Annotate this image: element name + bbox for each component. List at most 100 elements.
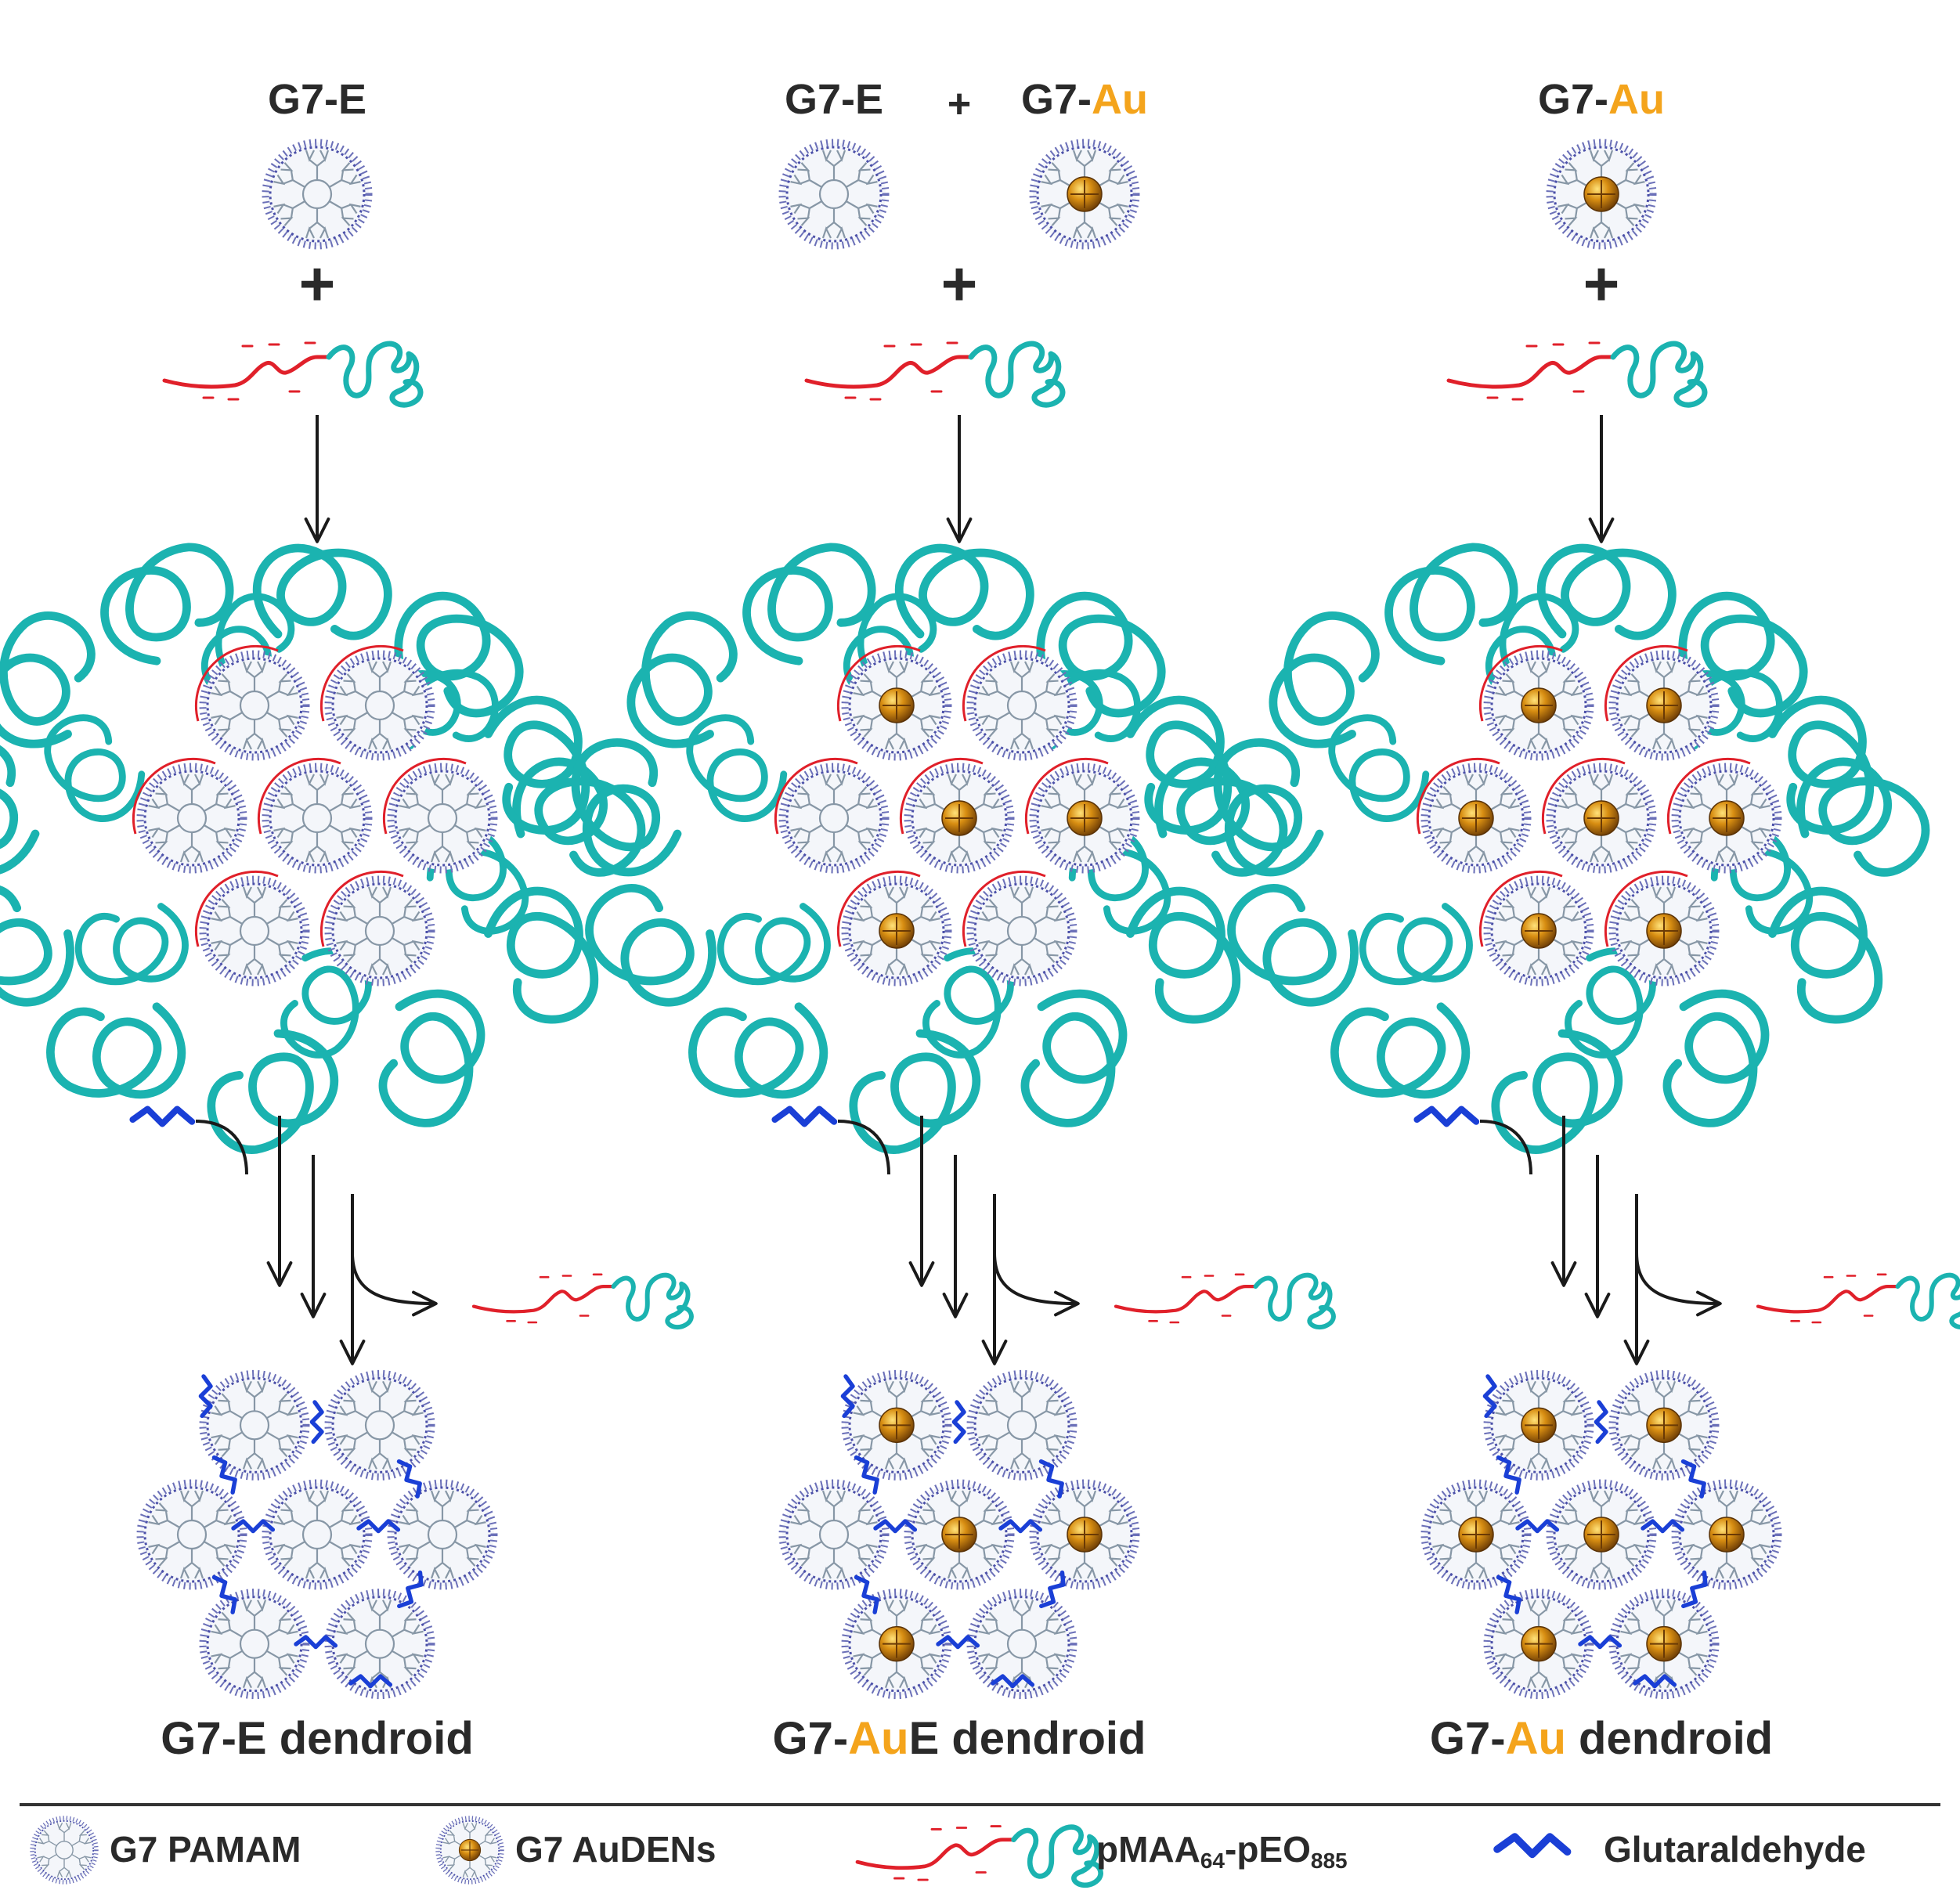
legend-item-pamam: G7 PAMAM	[32, 1818, 301, 1882]
dendroid-dendrimer	[265, 1483, 369, 1586]
peo-coil	[28, 707, 157, 830]
peo-coil	[199, 1015, 347, 1171]
pmaa-chain	[962, 644, 1046, 722]
copolymer-icon	[857, 1827, 1101, 1885]
pmaa-chain	[257, 757, 341, 835]
glutaraldehyde-input	[775, 1109, 835, 1124]
dendroid-cluster	[1424, 1373, 1778, 1695]
pmaa-chain	[1478, 644, 1563, 722]
dendroid-gold-core	[1646, 1625, 1682, 1662]
core-gold-core	[879, 913, 915, 949]
peo-coil	[676, 972, 840, 1131]
micelle-core	[774, 644, 1136, 983]
core-gold-core	[941, 800, 977, 836]
legend-item-glutaraldehyde: Glutaraldehyde	[1497, 1829, 1866, 1870]
glutaraldehyde-input	[133, 1109, 193, 1124]
core-dendrimer	[970, 654, 1074, 757]
dendroid-cluster	[782, 1373, 1136, 1695]
pmaa-chain	[962, 870, 1046, 947]
pamam-dendrimer-icon	[32, 1818, 96, 1882]
dendroid-dendrimer	[970, 1592, 1074, 1696]
core-gold-core	[1583, 800, 1619, 836]
peo-coil	[583, 885, 717, 1006]
pmaa-chain	[194, 644, 279, 722]
reactant-label-suffix: E	[855, 76, 883, 123]
dendroid-dendrimer	[328, 1592, 431, 1696]
core-gold-core	[1521, 687, 1557, 723]
core-dendrimer	[328, 879, 431, 983]
peo-coil	[1318, 972, 1482, 1131]
dendroid-dendrimer	[328, 1373, 431, 1477]
dendroid-gold-core	[1521, 1625, 1557, 1662]
dendroid-cluster	[140, 1373, 494, 1695]
core-dendrimer	[265, 766, 369, 870]
peo-coil	[841, 1015, 989, 1171]
peo-coil	[1348, 879, 1484, 1013]
core-gold-core	[1521, 913, 1557, 949]
glutaraldehyde-link	[312, 1402, 322, 1441]
pmaa-chain	[774, 757, 858, 835]
legend-label-audens: G7 AuDENs	[515, 1829, 716, 1870]
reactant-label: G7-Au	[1021, 76, 1148, 123]
product-label-suffix: E dendroid	[236, 1713, 474, 1764]
copolymer-pmaa-peo	[807, 343, 1063, 405]
product-label-accent: Au	[1506, 1713, 1566, 1764]
pmaa-chain	[132, 757, 216, 835]
dendroid-gold-core	[1646, 1407, 1682, 1444]
pmaa-chain	[1416, 757, 1500, 835]
pamam-dendrimer	[265, 142, 369, 246]
core-gold-core	[1709, 800, 1745, 836]
pmaa-chain	[836, 870, 921, 947]
pmaa-chain	[899, 757, 984, 835]
pmaa-chain	[1666, 757, 1751, 835]
peo-coil	[670, 707, 800, 830]
panel-a: G7-E+G7-E dendroid	[0, 76, 691, 1764]
plus-sign: +	[299, 249, 336, 319]
copolymer-release-arrow	[1635, 1252, 1722, 1317]
plus-sign: +	[941, 249, 978, 319]
copolymer-release-arrow	[993, 1252, 1080, 1317]
copolymer-pmaa-peo	[1449, 343, 1705, 405]
peo-coil	[1225, 885, 1359, 1006]
peo-coil	[34, 972, 198, 1131]
gold-core	[1067, 176, 1103, 212]
product-label-prefix: G7-	[161, 1713, 236, 1764]
released-copolymer	[1758, 1275, 1960, 1327]
dendroid-dendrimer	[140, 1483, 244, 1586]
reactant-label-suffix: Au	[1092, 76, 1148, 123]
released-copolymer	[1116, 1275, 1334, 1327]
core-dendrimer	[203, 654, 306, 757]
dendroid-gold-core	[1521, 1407, 1557, 1444]
glutaraldehyde-link	[954, 1402, 964, 1441]
core-dendrimer	[203, 879, 306, 983]
pmaa-chain	[194, 870, 279, 947]
dendroid-gold-core	[1583, 1517, 1619, 1553]
dendroid-gold-core	[879, 1407, 915, 1444]
product-label-suffix: dendroid	[1566, 1713, 1773, 1764]
core-dendrimer	[328, 654, 431, 757]
gold-core	[1583, 176, 1619, 212]
peo-coil	[64, 879, 200, 1013]
glutaraldehyde-icon	[1497, 1837, 1568, 1854]
reactant-label-prefix: G7-	[268, 76, 338, 123]
peo-coil	[1483, 1015, 1631, 1171]
dendroid-gold-core	[879, 1625, 915, 1662]
peo-coil	[706, 879, 842, 1013]
pmaa-chain	[1478, 870, 1563, 947]
pmaa-chain	[836, 644, 921, 722]
product-label-prefix: G7-	[1430, 1713, 1506, 1764]
legend-label-copolymer: pMAA64-pEO885	[1096, 1829, 1348, 1873]
legend: G7 PAMAM G7 AuDENs pMAA64-pEO885 Glutara…	[32, 1818, 1866, 1885]
pmaa-chain	[1024, 757, 1109, 835]
peo-coil	[1312, 707, 1442, 830]
peo-coil	[1258, 608, 1391, 752]
dendroid-dendrimer	[970, 1373, 1074, 1477]
peo-coil	[1645, 983, 1786, 1133]
pamam-dendrimer	[782, 142, 886, 246]
reactant-label: G7-E	[268, 76, 366, 123]
legend-item-audens: G7 AuDENs	[438, 1818, 716, 1882]
reactant-label-prefix: G7-	[1021, 76, 1092, 123]
copolymer-pmaa-peo	[164, 343, 421, 405]
dendroid-gold-core	[1458, 1517, 1494, 1553]
peo-corona	[540, 515, 1283, 1172]
